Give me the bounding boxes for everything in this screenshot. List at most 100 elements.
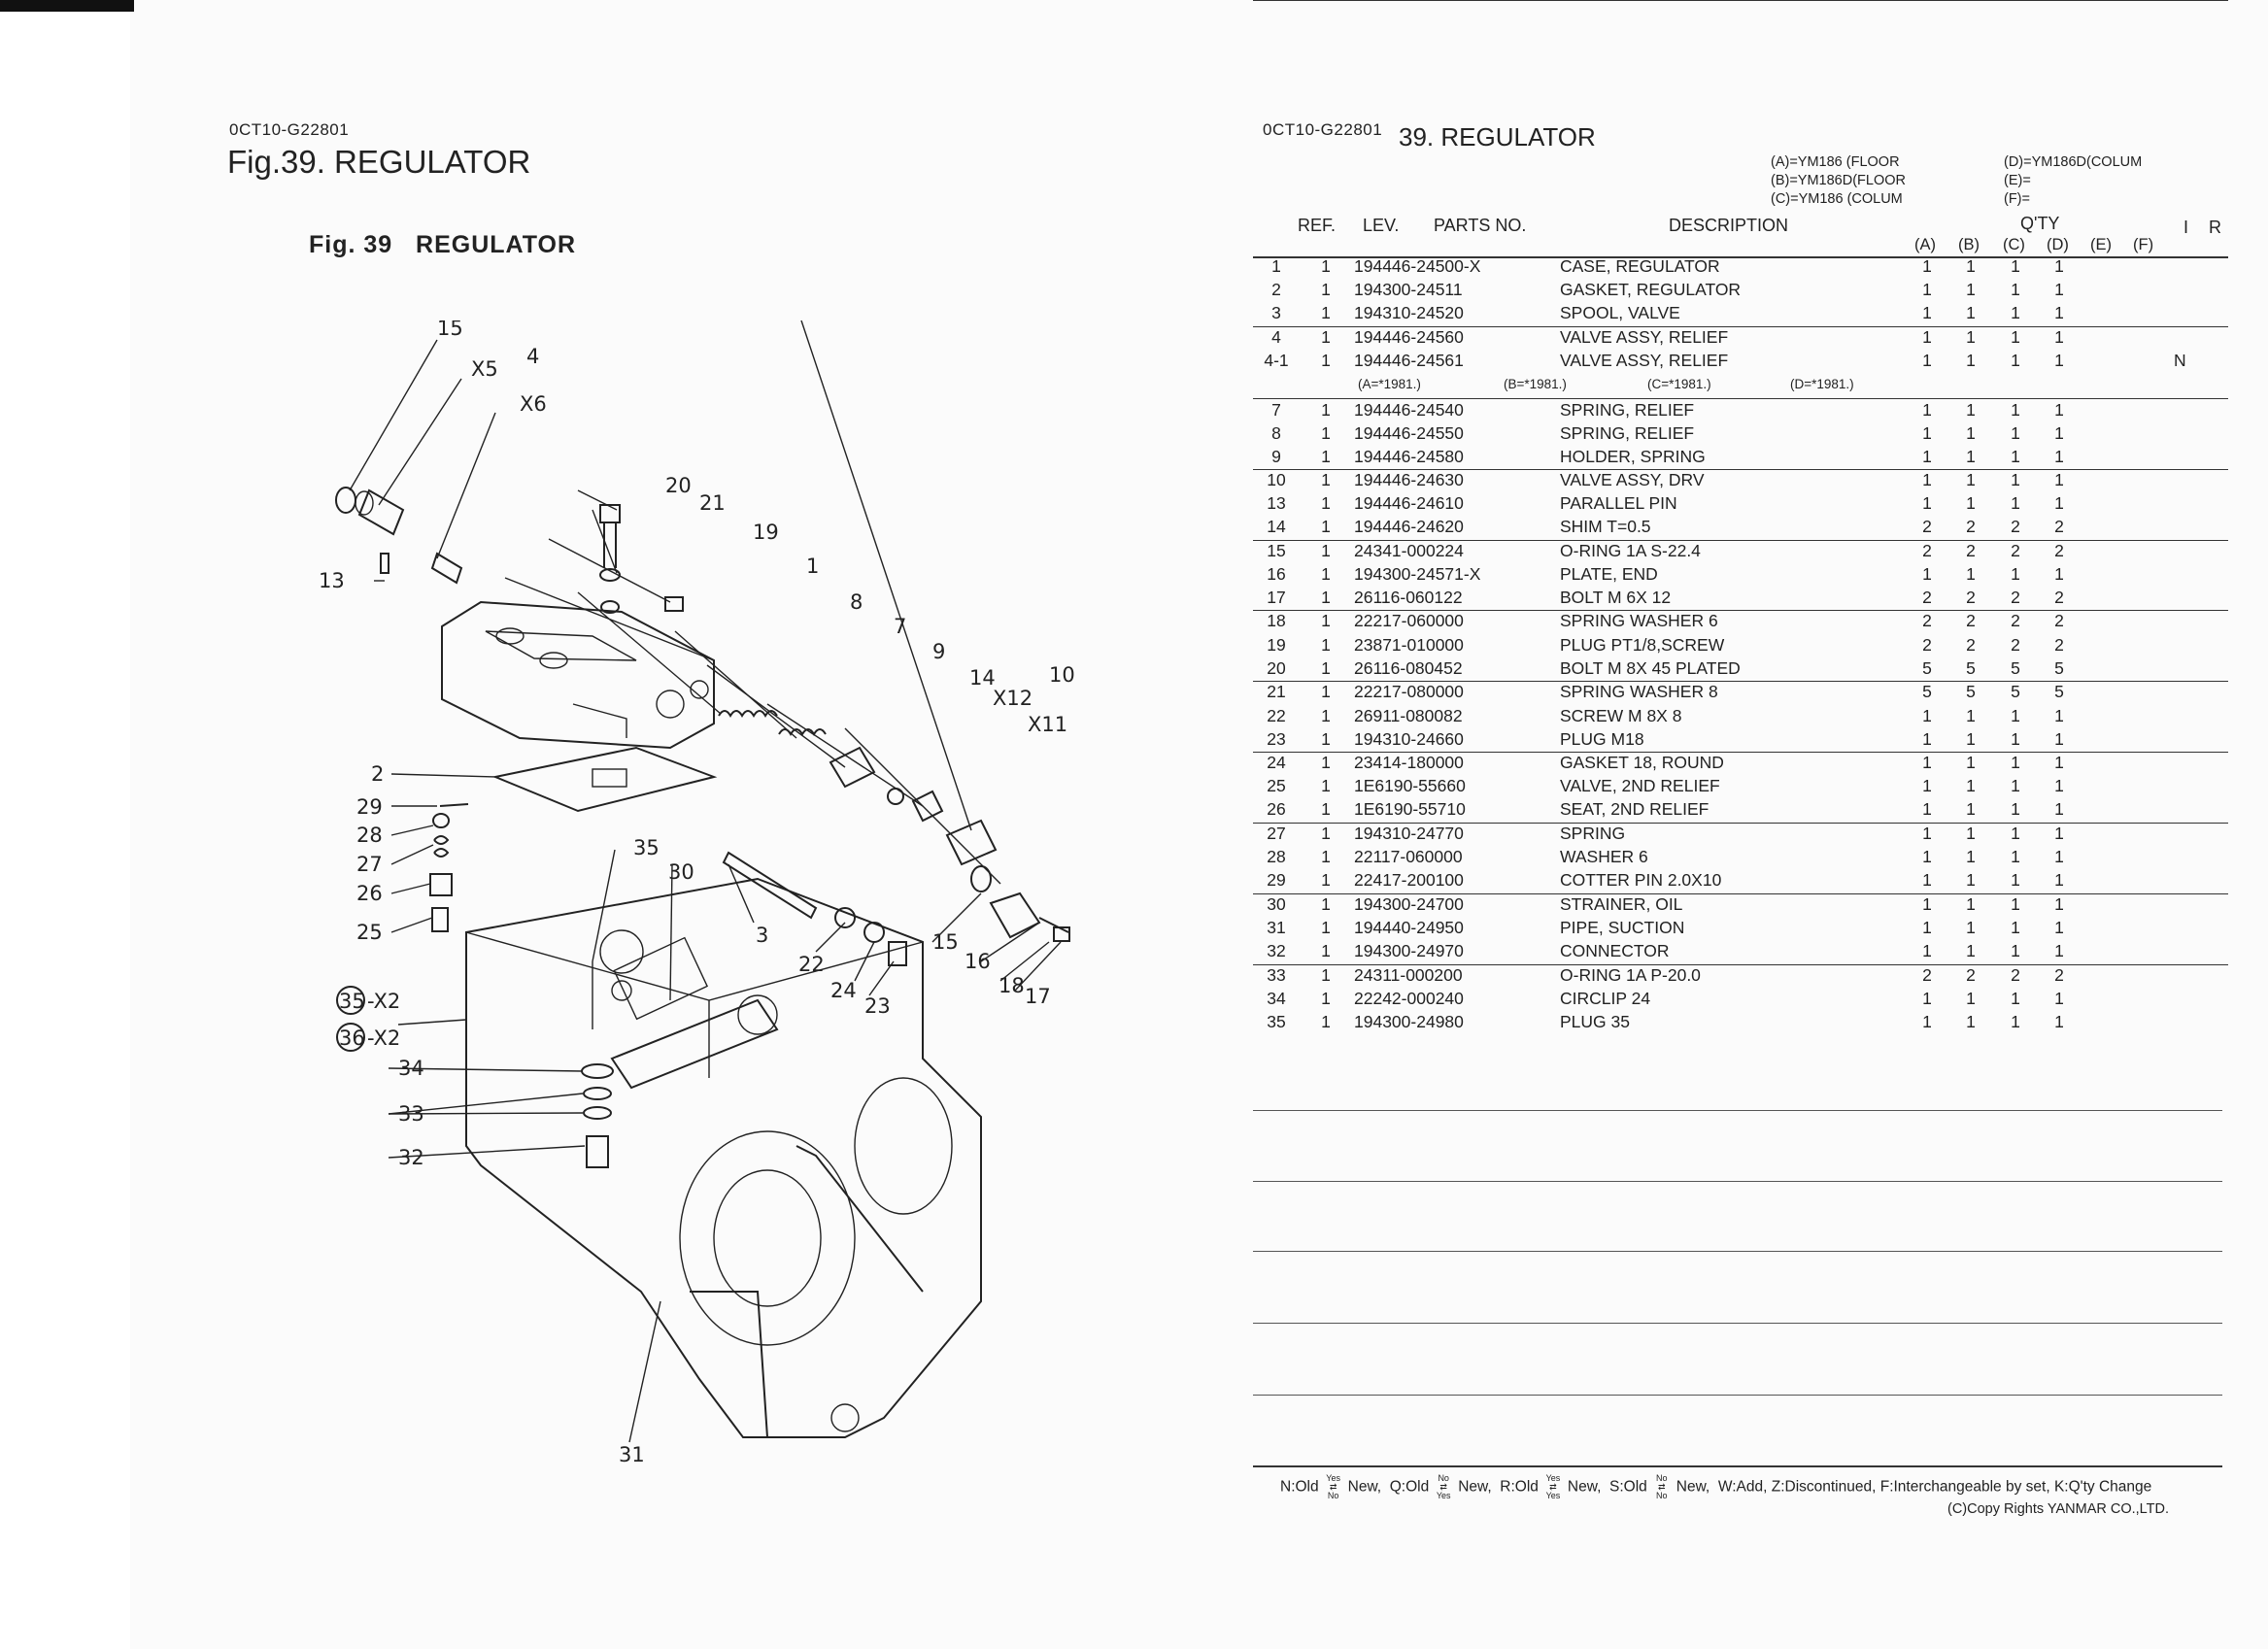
cell-qty-a: 1 xyxy=(1922,894,1932,914)
header-qty-a: (A) xyxy=(1914,236,1936,253)
cell-part-no: 26116-080452 xyxy=(1354,658,1463,678)
group-rule xyxy=(1253,752,2228,754)
cell-part-no: 26911-080082 xyxy=(1354,706,1463,725)
header-i: I xyxy=(2183,218,2189,237)
bolt-20-drawing xyxy=(599,504,621,523)
regulator-case-drawing xyxy=(441,600,715,750)
serial-note-b: (B=*1981.) xyxy=(1504,377,1567,391)
serial-note-c: (C=*1981.) xyxy=(1647,377,1711,391)
callout-23: 23 xyxy=(864,994,891,1018)
cell-ref: 3 xyxy=(1271,303,1281,322)
cell-part-no: 1E6190-55660 xyxy=(1354,776,1466,795)
group-rule xyxy=(1253,398,2228,400)
cell-ref: 4 xyxy=(1271,327,1281,347)
cell-lev: 1 xyxy=(1321,776,1331,795)
cell-part-no: 194446-24630 xyxy=(1354,470,1464,489)
cell-part-no: 194310-24660 xyxy=(1354,729,1464,749)
cell-qty-d: 1 xyxy=(2054,941,2064,960)
right-doc-code: 0CT10-G22801 xyxy=(1263,120,1383,139)
header-parts-no: PARTS NO. xyxy=(1434,216,1527,235)
cell-lev: 1 xyxy=(1321,588,1331,607)
cell-qty-a: 1 xyxy=(1922,423,1932,443)
cell-lev: 1 xyxy=(1321,918,1331,937)
callout-35: 35 xyxy=(633,836,660,859)
cell-part-no: 194446-24500-X xyxy=(1354,256,1481,276)
cell-qty-a: 2 xyxy=(1922,517,1932,536)
callout-x2-a: -X2 xyxy=(367,990,400,1013)
group-rule xyxy=(1253,610,2228,612)
yes-no-arrows-r: Yes⇄Yes xyxy=(1545,1473,1561,1500)
cell-ref: 13 xyxy=(1267,493,1286,513)
cell-part-no: 194446-24561 xyxy=(1354,351,1464,370)
cell-ref: 19 xyxy=(1267,635,1286,655)
cell-qty-a: 1 xyxy=(1922,941,1932,960)
cell-qty-c: 1 xyxy=(2011,706,2020,725)
cell-qty-b: 2 xyxy=(1966,611,1976,630)
scan-margin xyxy=(0,0,130,1649)
cell-qty-a: 1 xyxy=(1922,799,1932,819)
callout-x12: X12 xyxy=(993,687,1032,710)
header-rule xyxy=(1253,256,2228,258)
cell-qty-d: 1 xyxy=(2054,280,2064,299)
cell-description: O-RING 1A S-22.4 xyxy=(1560,541,1701,560)
blank-line-1 xyxy=(1253,1110,2222,1112)
cell-qty-b: 1 xyxy=(1966,870,1976,890)
cell-description: PLUG M18 xyxy=(1560,729,1644,749)
cell-description: BOLT M 6X 12 xyxy=(1560,588,1672,607)
legend-d: (D)=YM186D(COLUM xyxy=(2004,154,2143,170)
footer-rule xyxy=(1253,1465,2222,1467)
cell-description: PIPE, SUCTION xyxy=(1560,918,1685,937)
legend-r: R:Old xyxy=(1500,1478,1539,1496)
cell-ref: 23 xyxy=(1267,729,1286,749)
callout-18: 18 xyxy=(999,974,1025,997)
cell-qty-c: 1 xyxy=(2011,870,2020,890)
cell-ref: 24 xyxy=(1267,753,1286,772)
cell-description: SCREW M 8X 8 xyxy=(1560,706,1682,725)
cell-part-no: 194310-24520 xyxy=(1354,303,1464,322)
cell-qty-a: 2 xyxy=(1922,965,1932,985)
cell-qty-c: 1 xyxy=(2011,824,2020,843)
callout-20: 20 xyxy=(665,474,692,497)
cell-qty-d: 2 xyxy=(2054,611,2064,630)
cell-part-no: 194300-24571-X xyxy=(1354,564,1481,584)
cell-qty-b: 1 xyxy=(1966,799,1976,819)
cell-lev: 1 xyxy=(1321,847,1331,866)
cell-qty-b: 2 xyxy=(1966,517,1976,536)
cell-qty-c: 2 xyxy=(2011,611,2020,630)
cell-qty-b: 1 xyxy=(1966,564,1976,584)
callout-1: 1 xyxy=(806,555,819,578)
cell-qty-d: 2 xyxy=(2054,635,2064,655)
cell-part-no: 194300-24980 xyxy=(1354,1012,1464,1031)
header-lev: LEV. xyxy=(1363,216,1400,235)
cell-qty-d: 1 xyxy=(2054,753,2064,772)
cell-qty-d: 1 xyxy=(2054,564,2064,584)
cell-qty-a: 2 xyxy=(1922,541,1932,560)
cell-qty-d: 1 xyxy=(2054,470,2064,489)
cell-qty-c: 1 xyxy=(2011,470,2020,489)
header-r: R xyxy=(2209,218,2221,237)
callout-x2-b: -X2 xyxy=(367,1026,400,1050)
cell-part-no: 194310-24770 xyxy=(1354,824,1464,843)
cell-lev: 1 xyxy=(1321,447,1331,466)
cell-qty-a: 1 xyxy=(1922,1012,1932,1031)
cell-qty-b: 1 xyxy=(1966,989,1976,1008)
cell-qty-a: 1 xyxy=(1922,729,1932,749)
cell-lev: 1 xyxy=(1321,824,1331,843)
cell-qty-d: 1 xyxy=(2054,327,2064,347)
header-qty: Q'TY xyxy=(2020,214,2060,233)
cell-qty-c: 2 xyxy=(2011,635,2020,655)
blank-line-5 xyxy=(1253,1395,2222,1397)
group-rule xyxy=(1253,0,2228,2)
cell-qty-d: 2 xyxy=(2054,588,2064,607)
cell-ref: 4-1 xyxy=(1264,351,1289,370)
cell-description: PLUG PT1/8,SCREW xyxy=(1560,635,1725,655)
cell-qty-d: 1 xyxy=(2054,799,2064,819)
cell-part-no: 22242-000240 xyxy=(1354,989,1464,1008)
cell-qty-c: 1 xyxy=(2011,941,2020,960)
